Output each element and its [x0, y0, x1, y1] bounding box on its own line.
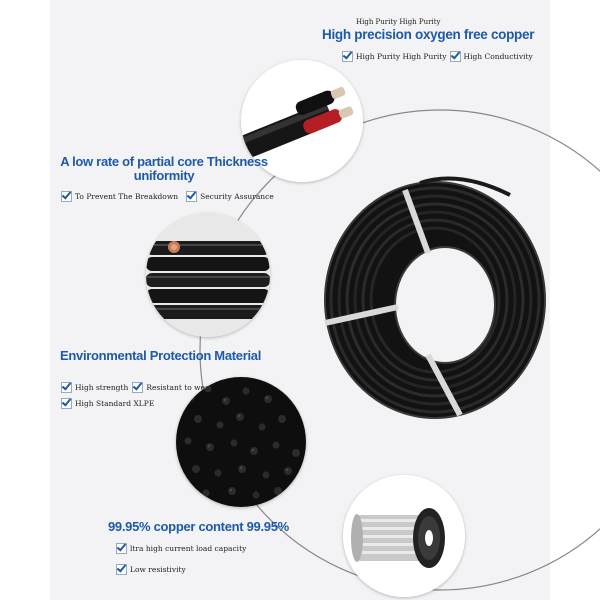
check-icon [61, 382, 72, 393]
top-caption: High Purity High Purity [356, 18, 441, 26]
check-icon [61, 398, 72, 409]
wire-spool-photo [343, 475, 465, 597]
cable-end-photo [241, 60, 363, 182]
check-icon [132, 382, 144, 393]
heading-copper-content: 99.95% copper content 99.95% [108, 519, 289, 534]
feature-high-strength: High strength [75, 383, 129, 392]
cable-end-image [241, 60, 363, 182]
feature-low-resistivity: Low resistivity [130, 565, 186, 574]
check-icon [61, 191, 72, 202]
check-icon [342, 51, 353, 62]
feature-high-conductivity: High Conductivity [463, 52, 533, 61]
check-icon [116, 564, 127, 575]
check-icon [186, 191, 198, 202]
heading-core-line1: A low rate of partial core Thickness [60, 154, 268, 169]
feature-security-assurance: Security Assurance [200, 192, 274, 201]
top-features: High Purity High Purity High Conductivit… [342, 51, 533, 62]
feature-xlpe: High Standard XLPE [75, 399, 155, 408]
feature-wear-resistant: Resistant to wear [146, 383, 214, 392]
heading-environmental: Environmental Protection Material [60, 348, 262, 363]
xlpe-pellets-image [176, 377, 306, 507]
env-features-row2: High Standard XLPE [61, 398, 154, 409]
cable-coil-image [324, 176, 546, 419]
copper-feature-row1: ltra high current load capacity [116, 543, 246, 554]
check-icon [116, 543, 127, 554]
heading-core-thickness: A low rate of partial core Thickness uni… [58, 155, 270, 183]
feature-current-load: ltra high current load capacity [130, 544, 247, 553]
feature-prevent-breakdown: To Prevent The Breakdown [75, 192, 179, 201]
wire-spool-image [343, 475, 465, 597]
core-features: To Prevent The Breakdown Security Assura… [61, 191, 274, 202]
feature-high-purity: High Purity High Purity [356, 52, 447, 61]
check-icon [449, 51, 461, 62]
env-features-row1: High strength Resistant to wear [61, 382, 213, 393]
xlpe-pellets-photo [176, 377, 306, 507]
heading-core-line2: uniformity [133, 168, 195, 183]
copper-feature-row2: Low resistivity [116, 564, 186, 575]
cable-coil-closeup-image [146, 213, 270, 337]
cable-coil-closeup-photo [146, 213, 270, 337]
heading-copper: High precision oxygen free copper [322, 27, 535, 42]
